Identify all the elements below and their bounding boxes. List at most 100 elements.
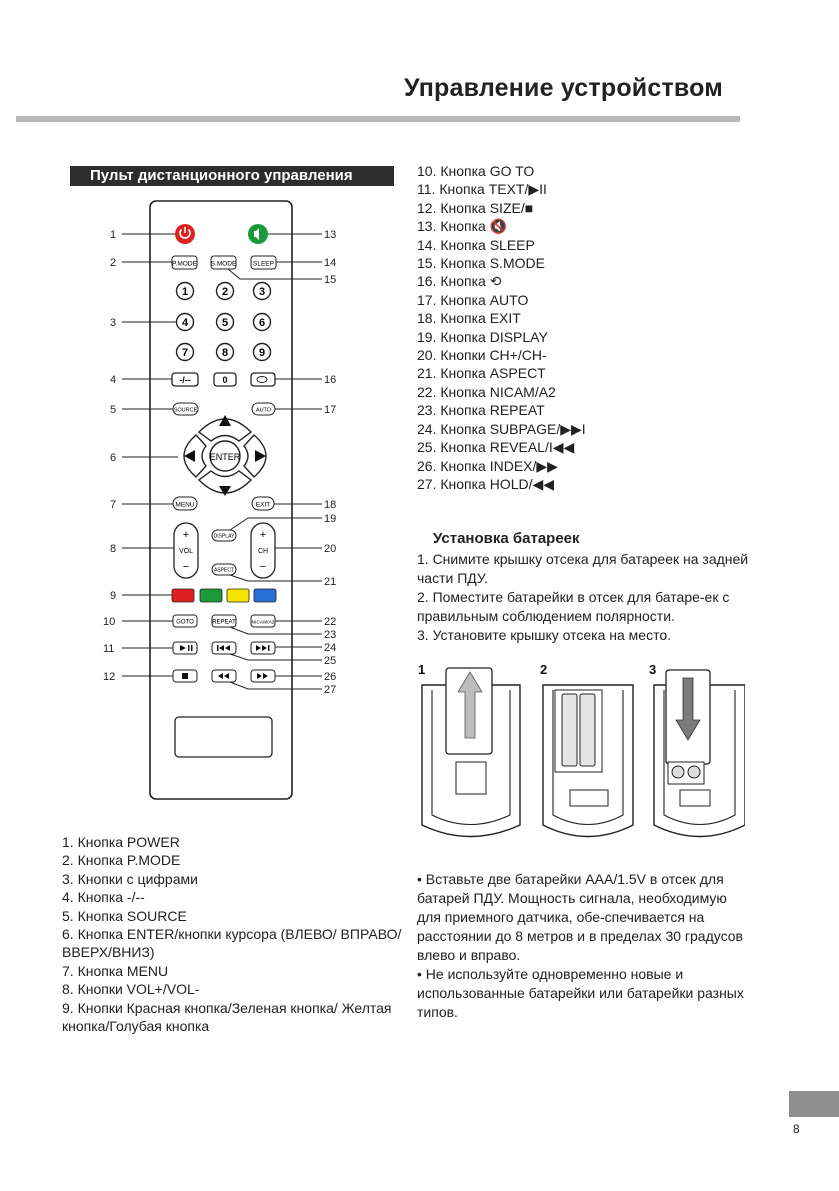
- legend-item: 20. Кнопки CH+/CH-: [417, 347, 547, 364]
- legend-item: 2. Кнопка P.MODE: [62, 852, 181, 869]
- blue-key: [253, 588, 277, 603]
- legend-item: 6. Кнопка ENTER/кнопки курсора (ВЛЕВО/ В…: [62, 926, 402, 961]
- display-label: DISPLAY: [214, 534, 235, 540]
- repeat-label: REPEAT: [212, 620, 236, 626]
- legend-item: 24. Кнопка SUBPAGE/▶▶I: [417, 420, 586, 437]
- legend-item: 12. Кнопка SIZE/■: [417, 199, 534, 216]
- callout-27: 27: [324, 684, 336, 696]
- source-label: SOURCE: [174, 408, 198, 414]
- callout-4: 4: [110, 374, 116, 386]
- play-pause-icon: [180, 645, 193, 651]
- battery-step: 1. Снимите крышку отсека для батареек на…: [417, 551, 749, 586]
- battery-icon: [579, 693, 596, 767]
- battery-step: 3. Установите крышку отсека на место.: [417, 627, 672, 643]
- power-icon: [179, 227, 191, 239]
- vol-label: VOL: [179, 548, 193, 555]
- callout-26: 26: [324, 671, 336, 683]
- digit-1: 1: [182, 286, 188, 298]
- digit-6: 6: [259, 317, 265, 329]
- callout-19: 19: [324, 513, 336, 525]
- ir-window: [174, 716, 273, 758]
- callout-8: 8: [110, 543, 116, 555]
- legend-item: 27. Кнопка HOLD/◀◀: [417, 475, 555, 492]
- legend-item: 11. Кнопка TEXT/▶II: [417, 181, 547, 198]
- digit-4: 4: [182, 317, 189, 329]
- ch-label: CH: [258, 548, 268, 555]
- aspect-label: ASPECT: [214, 568, 234, 574]
- enter-label: ENTER: [210, 452, 241, 462]
- digit-7: 7: [182, 347, 188, 359]
- auto-label: AUTO: [256, 408, 272, 414]
- legend-item: 16. Кнопка ⟲: [417, 273, 502, 290]
- callout-25: 25: [324, 655, 336, 667]
- digit-buttons: 1 2 3 4 5 6 7 8 9: [175, 281, 272, 362]
- title-divider: [16, 116, 740, 122]
- mute-icon: [254, 228, 259, 240]
- up-arrow-icon: [219, 415, 231, 426]
- digit-2: 2: [222, 286, 228, 298]
- battery-icon: [561, 693, 578, 767]
- digit-9: 9: [259, 347, 265, 359]
- legend-item: 7. Кнопка MENU: [62, 962, 169, 979]
- legend-item: 9. Кнопки Красная кнопка/Зеленая кнопка/…: [62, 999, 392, 1035]
- svg-text:+: +: [183, 529, 189, 541]
- left-arrow-icon: [184, 450, 195, 462]
- legend-item: 5. Кнопка SOURCE: [62, 907, 187, 924]
- next-track-icon: [256, 645, 270, 651]
- legend-item: 3. Кнопки с цифрами: [62, 870, 198, 887]
- legend-item: 1. Кнопка POWER: [62, 834, 180, 850]
- legend-item: 10. Кнопка GO TO: [417, 163, 535, 179]
- callout-13: 13: [324, 229, 336, 241]
- stop-icon: [182, 673, 188, 679]
- legend-item: 14. Кнопка SLEEP: [417, 236, 535, 253]
- dpad: ENTER: [183, 415, 267, 496]
- down-arrow-icon: [219, 486, 231, 496]
- battery-note: • Не используйте одновременно новые и ис…: [417, 966, 744, 1020]
- battery-note: • Вставьте две батарейки AAA/1.5V в отсе…: [417, 871, 743, 963]
- remote-section-heading: Пульт дистанционного управления: [70, 166, 394, 186]
- fast-forward-icon: [257, 673, 268, 679]
- right-arrow-icon: [255, 450, 266, 462]
- legend-item: 15. Кнопка S.MODE: [417, 255, 545, 272]
- battery-illustration: 1 2 3: [418, 662, 745, 838]
- goto-label: GOTO: [176, 620, 194, 626]
- zero-label: 0: [222, 375, 227, 385]
- legend-item: 13. Кнопка 🔇: [417, 218, 508, 235]
- callout-7: 7: [110, 499, 116, 511]
- digit-5: 5: [222, 317, 228, 329]
- callout-14: 14: [324, 257, 336, 269]
- svg-text:+: +: [260, 529, 266, 541]
- battery-notes: • Вставьте две батарейки AAA/1.5V в отсе…: [417, 870, 747, 1022]
- callout-18: 18: [324, 499, 336, 511]
- prev-track-icon: [217, 645, 230, 651]
- callout-16: 16: [324, 374, 336, 386]
- callout-20: 20: [324, 543, 336, 555]
- recall-icon: [256, 376, 268, 383]
- yellow-key: [226, 588, 250, 603]
- legend-item: 23. Кнопка REPEAT: [417, 402, 545, 419]
- legend-item: 8. Кнопки VOL+/VOL-: [62, 981, 200, 998]
- callout-12: 12: [103, 671, 115, 683]
- page-number: 8: [793, 1122, 800, 1136]
- battery-heading: Установка батареек: [433, 530, 580, 547]
- figure-label-2: 2: [540, 662, 547, 677]
- svg-text:−: −: [183, 561, 189, 573]
- up-arrow-icon: [457, 671, 483, 739]
- callout-1: 1: [110, 229, 116, 241]
- callout-3: 3: [110, 317, 116, 329]
- callout-15: 15: [324, 274, 336, 286]
- sleep-label: SLEEP: [253, 261, 274, 268]
- callout-22: 22: [324, 616, 336, 628]
- legend-item: 22. Кнопка NICAM/A2: [417, 383, 556, 400]
- page-tab: [789, 1091, 839, 1117]
- callout-21: 21: [324, 576, 336, 588]
- legend-item: 21. Кнопка ASPECT: [417, 365, 546, 382]
- callout-2: 2: [110, 257, 116, 269]
- pmode-label: P.MODE: [172, 261, 197, 268]
- smode-label: S.MODE: [211, 261, 237, 268]
- legend-item: 18. Кнопка EXIT: [417, 310, 521, 327]
- legend-item: 26. Кнопка INDEX/▶▶: [417, 457, 558, 474]
- remote-diagram: P.MODE S.MODE SLEEP 1 2 3 4 5 6 7 8 9 -/…: [103, 200, 336, 800]
- legend-item: 19. Кнопка DISPLAY: [417, 328, 548, 345]
- digit-8: 8: [222, 347, 228, 359]
